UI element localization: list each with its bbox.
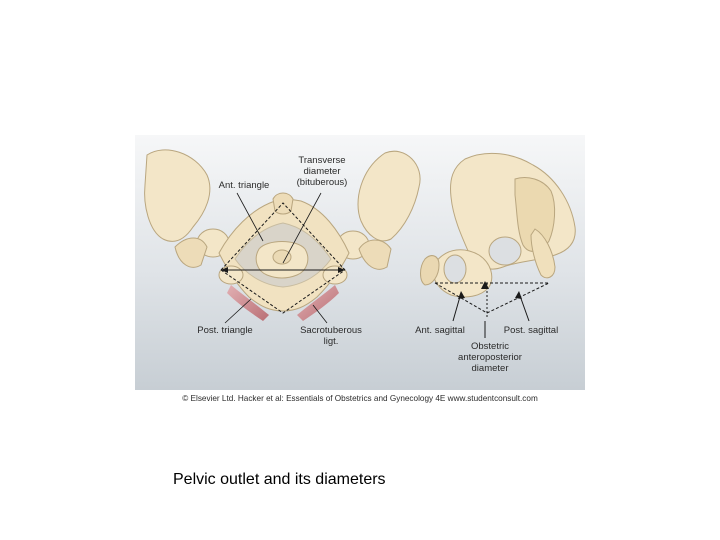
right-sacrotuberous-ligament bbox=[297, 285, 339, 321]
pubis-lateral bbox=[420, 255, 440, 286]
label-post-triangle: Post. triangle bbox=[197, 325, 253, 336]
sacrotuberous-leader bbox=[312, 304, 328, 324]
left-leader-lines bbox=[224, 192, 328, 324]
coccyx-tip bbox=[272, 249, 292, 265]
figure-credit: © Elsevier Ltd. Hacker et al: Essentials… bbox=[182, 394, 538, 403]
transverse-arrow-right bbox=[338, 267, 345, 273]
left-femur-neck bbox=[174, 237, 208, 268]
right-iliac-bone bbox=[357, 150, 421, 242]
post-sagittal-arrowhead bbox=[515, 291, 522, 299]
pelvic-outlet-figure: Transverse diameter (bituberous) Ant. tr… bbox=[135, 135, 585, 390]
sacrum-lateral bbox=[514, 177, 556, 252]
label-ant-triangle: Ant. triangle bbox=[218, 180, 270, 191]
inferior-pelvis-view bbox=[144, 149, 421, 312]
transverse-arrow-left bbox=[221, 267, 228, 273]
right-femur-neck bbox=[358, 239, 392, 270]
lateral-pelvis-view bbox=[420, 152, 576, 298]
label-post-sagittal: Post. sagittal bbox=[503, 325, 559, 336]
obstetric-arrowhead bbox=[481, 281, 489, 289]
left-sacrotuberous-ligament bbox=[227, 285, 269, 321]
label-sacrotuberous: Sacrotuberous ligt. bbox=[300, 325, 362, 347]
transverse-leader bbox=[282, 192, 322, 264]
outlet-triangles bbox=[220, 202, 346, 314]
anterior-triangle-outline bbox=[220, 202, 346, 271]
sciatic-notch bbox=[488, 236, 522, 266]
posterior-triangle-outline bbox=[220, 269, 346, 314]
obturator-foramen bbox=[443, 254, 467, 284]
label-obstetric-diameter: Obstetric anteroposterior diameter bbox=[458, 341, 522, 374]
ant-sagittal-arrowhead bbox=[458, 291, 465, 299]
slide-caption: Pelvic outlet and its diameters bbox=[173, 471, 386, 488]
label-ant-sagittal: Ant. sagittal bbox=[415, 325, 465, 336]
coccyx-lateral bbox=[530, 228, 556, 279]
left-iliac-bone bbox=[144, 149, 211, 242]
pelvis-illustration bbox=[135, 135, 585, 390]
post-triangle-leader bbox=[224, 298, 252, 324]
label-transverse-diameter: Transverse diameter (bituberous) bbox=[296, 155, 348, 188]
ant-triangle-leader bbox=[236, 192, 264, 242]
